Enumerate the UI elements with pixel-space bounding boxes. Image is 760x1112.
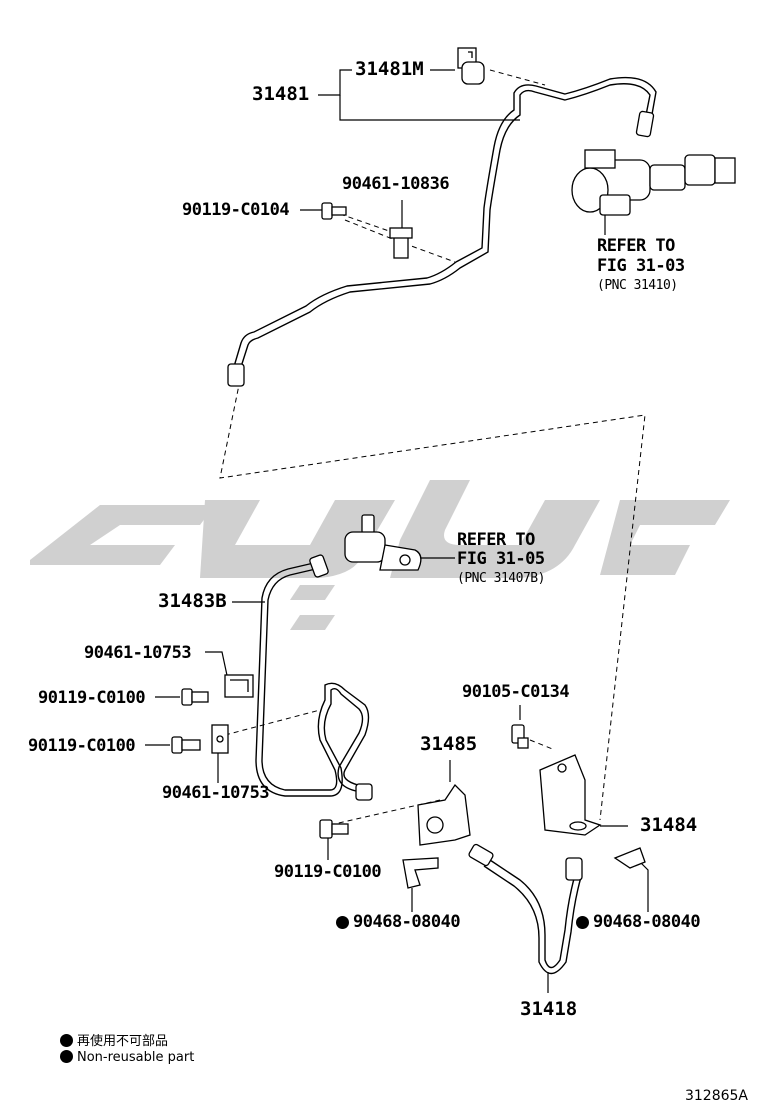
bracket-31485 bbox=[417, 783, 471, 846]
label-31483B: 31483B bbox=[158, 590, 227, 612]
refer-fig-31-05-line1: REFER TO bbox=[457, 530, 535, 550]
hose-31418-ends bbox=[468, 843, 583, 881]
non-reusable-dot-icon bbox=[336, 916, 349, 929]
bolt-90105-C0134 bbox=[511, 724, 529, 749]
label-31484: 31484 bbox=[640, 814, 698, 836]
leader-lines bbox=[145, 69, 649, 993]
clamp-90461-10753-lower bbox=[211, 724, 229, 754]
hose-31418 bbox=[483, 859, 582, 975]
figure-id: 312865A bbox=[684, 1088, 748, 1104]
tube-31483B-nuts bbox=[309, 554, 373, 801]
non-reusable-dot-icon bbox=[60, 1034, 73, 1047]
tube-31483B bbox=[255, 561, 370, 797]
label-90468-08040-b-text: 90468-08040 bbox=[593, 912, 701, 932]
non-reusable-dot-icon bbox=[576, 916, 589, 929]
refer-fig-31-03-line1: REFER TO bbox=[597, 236, 675, 256]
refer-fig-31-05-line3: (PNC 31407B) bbox=[457, 571, 545, 586]
label-31485: 31485 bbox=[420, 733, 478, 755]
label-31481: 31481 bbox=[252, 83, 310, 105]
bracket-90461-10836 bbox=[389, 227, 413, 259]
bracket-31484 bbox=[539, 754, 602, 836]
label-31418: 31418 bbox=[520, 998, 578, 1020]
bolt-90119-C0100-a bbox=[181, 688, 209, 706]
clamp-90461-10753-upper bbox=[224, 674, 254, 698]
refer-fig-31-05-line2: FIG 31-05 bbox=[457, 549, 545, 569]
clip-31481M bbox=[457, 47, 485, 85]
legend-line-english: Non-reusable part bbox=[60, 1050, 194, 1065]
label-90468-08040-b: 90468-08040 bbox=[576, 912, 701, 932]
label-90119-C0100-a: 90119-C0100 bbox=[38, 688, 146, 708]
label-90119-C0100-c: 90119-C0100 bbox=[274, 862, 382, 882]
refer-fig-31-03-line3: (PNC 31410) bbox=[597, 278, 678, 293]
label-90105-C0134: 90105-C0134 bbox=[462, 682, 570, 702]
tube-31481 bbox=[232, 76, 657, 371]
non-reusable-dot-icon bbox=[60, 1050, 73, 1063]
clip-90468-08040-a bbox=[402, 857, 439, 889]
bolt-90119-C0100-b bbox=[171, 736, 201, 754]
clip-90468-08040-b bbox=[613, 847, 646, 869]
label-90461-10836: 90461-10836 bbox=[342, 174, 450, 194]
label-90119-C0104: 90119-C0104 bbox=[182, 200, 290, 220]
bolt-90119-C0104 bbox=[321, 202, 347, 220]
label-31481M: 31481M bbox=[355, 58, 424, 80]
label-90461-10753-lower: 90461-10753 bbox=[162, 783, 270, 803]
label-90468-08040-a: 90468-08040 bbox=[336, 912, 461, 932]
master-cylinder bbox=[571, 149, 736, 216]
bolt-90119-C0100-c bbox=[319, 819, 349, 839]
flare-nut-left bbox=[227, 363, 245, 387]
union-fitting bbox=[344, 514, 422, 571]
refer-fig-31-03-line2: FIG 31-03 bbox=[597, 256, 685, 276]
label-90461-10753-upper: 90461-10753 bbox=[84, 643, 192, 663]
legend-japanese-text: 再使用不可部品 bbox=[77, 1034, 169, 1049]
label-90119-C0100-b: 90119-C0100 bbox=[28, 736, 136, 756]
legend-line-japanese: 再使用不可部品 bbox=[60, 1030, 168, 1049]
legend-english-text: Non-reusable part bbox=[77, 1050, 195, 1065]
label-90468-08040-a-text: 90468-08040 bbox=[353, 912, 461, 932]
flare-nut-right bbox=[635, 110, 655, 138]
